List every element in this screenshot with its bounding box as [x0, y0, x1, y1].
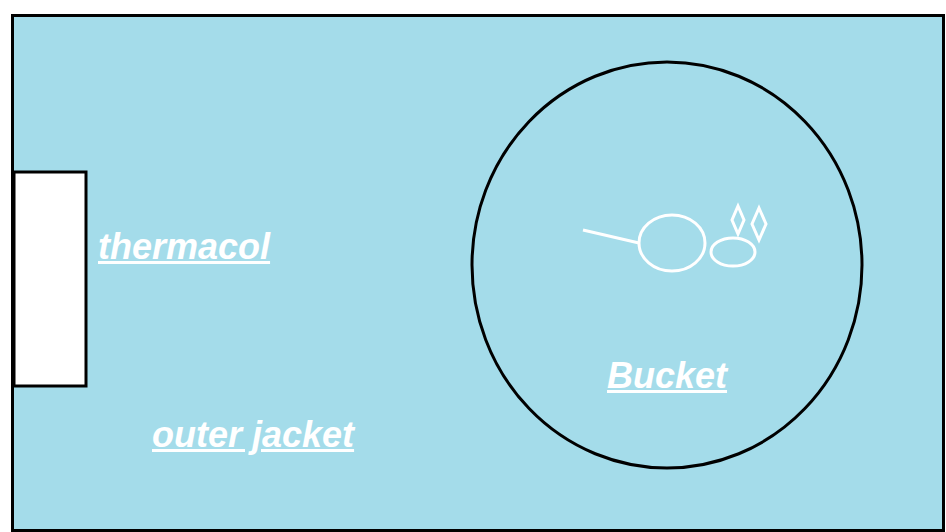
outer-jacket: outer jacket Bucket — [11, 14, 945, 532]
jacket-ground — [12, 15, 944, 531]
thermacol-block — [14, 172, 86, 386]
bucket-circle: Bucket — [470, 60, 864, 470]
outer-jacket-text: outer jacket — [152, 414, 354, 455]
jacket-outline — [13, 16, 944, 531]
bucket-circle-text: Bucket — [607, 355, 727, 396]
thermacol-label: thermacol — [98, 226, 270, 267]
stirrer-thermometer — [583, 206, 766, 271]
bucket-circle-outline — [470, 60, 864, 470]
bucket-outline — [472, 62, 862, 468]
outer-jacket-outline — [11, 14, 945, 532]
